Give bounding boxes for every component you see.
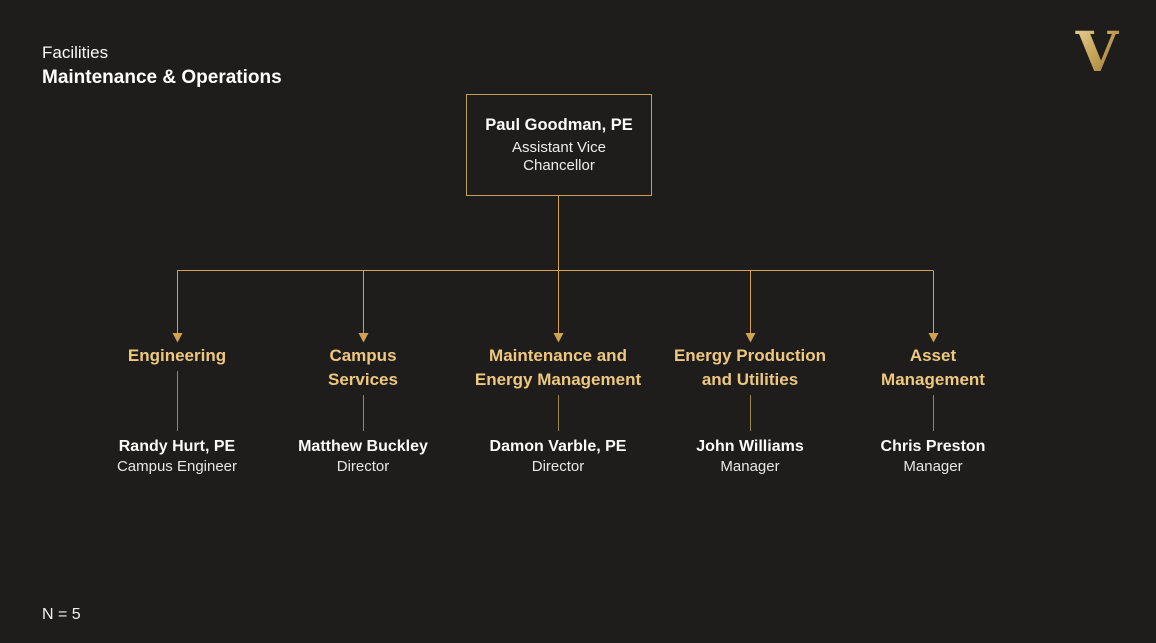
- department-column-asset-management: Asset Management Chris Preston Manager: [828, 344, 1038, 476]
- root-person-name: Paul Goodman, PE: [485, 116, 633, 134]
- department-link-line: [176, 371, 178, 431]
- department-label: Asset Management: [881, 346, 985, 389]
- page-title: Facilities Maintenance & Operations: [42, 41, 282, 90]
- department-link-line: [932, 395, 934, 431]
- person-role: Director: [531, 458, 585, 475]
- department-person: Damon Varble, PE Director: [490, 437, 627, 476]
- person-role: Manager: [903, 458, 963, 475]
- department-person: Randy Hurt, PE Campus Engineer: [117, 437, 237, 476]
- arrowheads: [172, 333, 939, 343]
- department-person: Matthew Buckley Director: [298, 437, 428, 476]
- department-column-energy-production: Energy Production and Utilities John Wil…: [645, 344, 855, 476]
- department-label: Engineering: [127, 346, 227, 365]
- department-column-maintenance-energy: Maintenance and Energy Management Damon …: [453, 344, 663, 476]
- root-person-title: Assistant Vice Chancellor: [512, 139, 606, 174]
- person-role: Campus Engineer: [116, 458, 238, 475]
- person-name: Matthew Buckley: [298, 438, 428, 455]
- logo-letter: V: [1075, 25, 1120, 77]
- arrowhead-energy-production: [745, 333, 756, 343]
- department-label: Maintenance and Energy Management: [474, 346, 642, 389]
- arrowhead-maintenance: [553, 333, 564, 343]
- department-label: Energy Production and Utilities: [673, 346, 827, 389]
- root-box: Paul Goodman, PE Assistant Vice Chancell…: [466, 94, 652, 196]
- department-person: John Williams Manager: [696, 437, 803, 476]
- person-role: Manager: [720, 458, 780, 475]
- person-name: Randy Hurt, PE: [118, 438, 236, 455]
- person-name: John Williams: [696, 438, 804, 455]
- footnote-count: N = 5: [42, 606, 81, 623]
- arrowhead-campus-services: [358, 333, 369, 343]
- person-role: Director: [336, 458, 390, 475]
- connector-strokes: [177, 196, 934, 334]
- department-column-engineering: Engineering Randy Hurt, PE Campus Engine…: [72, 344, 282, 476]
- department-column-campus-services: Campus Services Matthew Buckley Director: [258, 344, 468, 476]
- department-link-line: [557, 395, 559, 431]
- department-label: Campus Services: [328, 346, 398, 389]
- arrowhead-asset: [928, 333, 939, 343]
- person-name: Chris Preston: [880, 438, 986, 455]
- page-title-main: Maintenance & Operations: [42, 67, 282, 88]
- department-link-line: [362, 395, 364, 431]
- department-person: Chris Preston Manager: [881, 437, 986, 476]
- vanderbilt-v-logo-icon: V: [1075, 25, 1120, 77]
- person-name: Damon Varble, PE: [489, 438, 627, 455]
- department-link-line: [749, 395, 751, 431]
- arrowhead-engineering: [172, 333, 183, 343]
- page-title-category: Facilities: [42, 43, 109, 62]
